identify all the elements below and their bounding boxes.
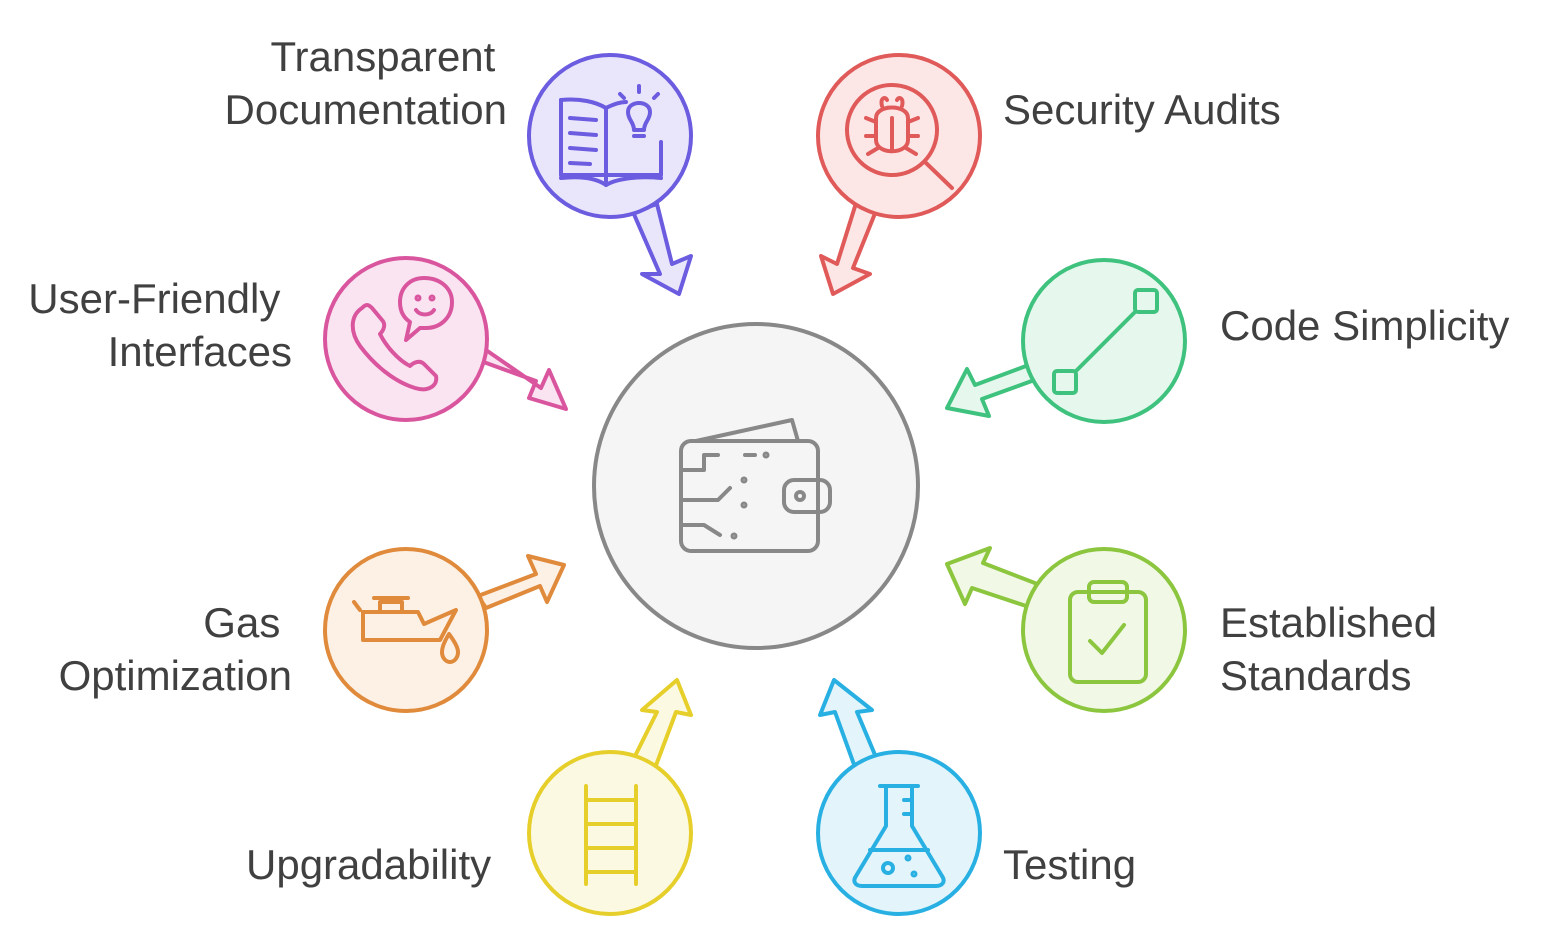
label-code-simplicity: Code Simplicity	[1220, 302, 1509, 349]
node-security-audits: Security Audits	[816, 53, 1281, 296]
ladder-icon	[584, 784, 638, 886]
label-security-audits: Security Audits	[1003, 86, 1281, 133]
label-transparent-documentation: Transparent Documentation	[225, 33, 508, 133]
arrow	[819, 198, 880, 296]
label-upgradability: Upgradability	[246, 841, 491, 888]
phone-chat-icon	[350, 276, 454, 392]
arrow	[818, 678, 880, 772]
arrow	[631, 678, 693, 770]
center-node	[592, 322, 920, 650]
oil-can-icon	[352, 596, 460, 664]
label-user-friendly-interfaces: User-Friendly Interfaces	[28, 275, 292, 375]
book-lightbulb-icon	[559, 84, 663, 187]
arrow	[476, 554, 566, 610]
node-testing: Testing	[816, 678, 1136, 916]
node-user-friendly-interfaces: User-Friendly Interfaces	[28, 256, 568, 422]
arrow	[945, 546, 1042, 610]
arrow	[631, 202, 693, 296]
wallet-icon	[679, 418, 832, 553]
label-gas-optimization: Gas Optimization	[59, 599, 292, 699]
node-gas-optimization: Gas Optimization	[59, 547, 566, 713]
node-upgradability: Upgradability	[246, 678, 693, 916]
node-code-simplicity: Code Simplicity	[945, 258, 1509, 424]
line-segment-icon	[1052, 288, 1159, 395]
arrow	[945, 361, 1042, 418]
bug-search-icon	[845, 83, 954, 190]
node-transparent-documentation: Transparent Documentation	[225, 33, 693, 296]
flask-icon	[852, 784, 946, 888]
arrow	[476, 348, 568, 411]
clipboard-check-icon	[1068, 580, 1148, 684]
label-established-standards: Established Standards	[1220, 599, 1449, 699]
node-established-standards: Established Standards	[945, 546, 1449, 713]
label-testing: Testing	[1003, 841, 1136, 888]
